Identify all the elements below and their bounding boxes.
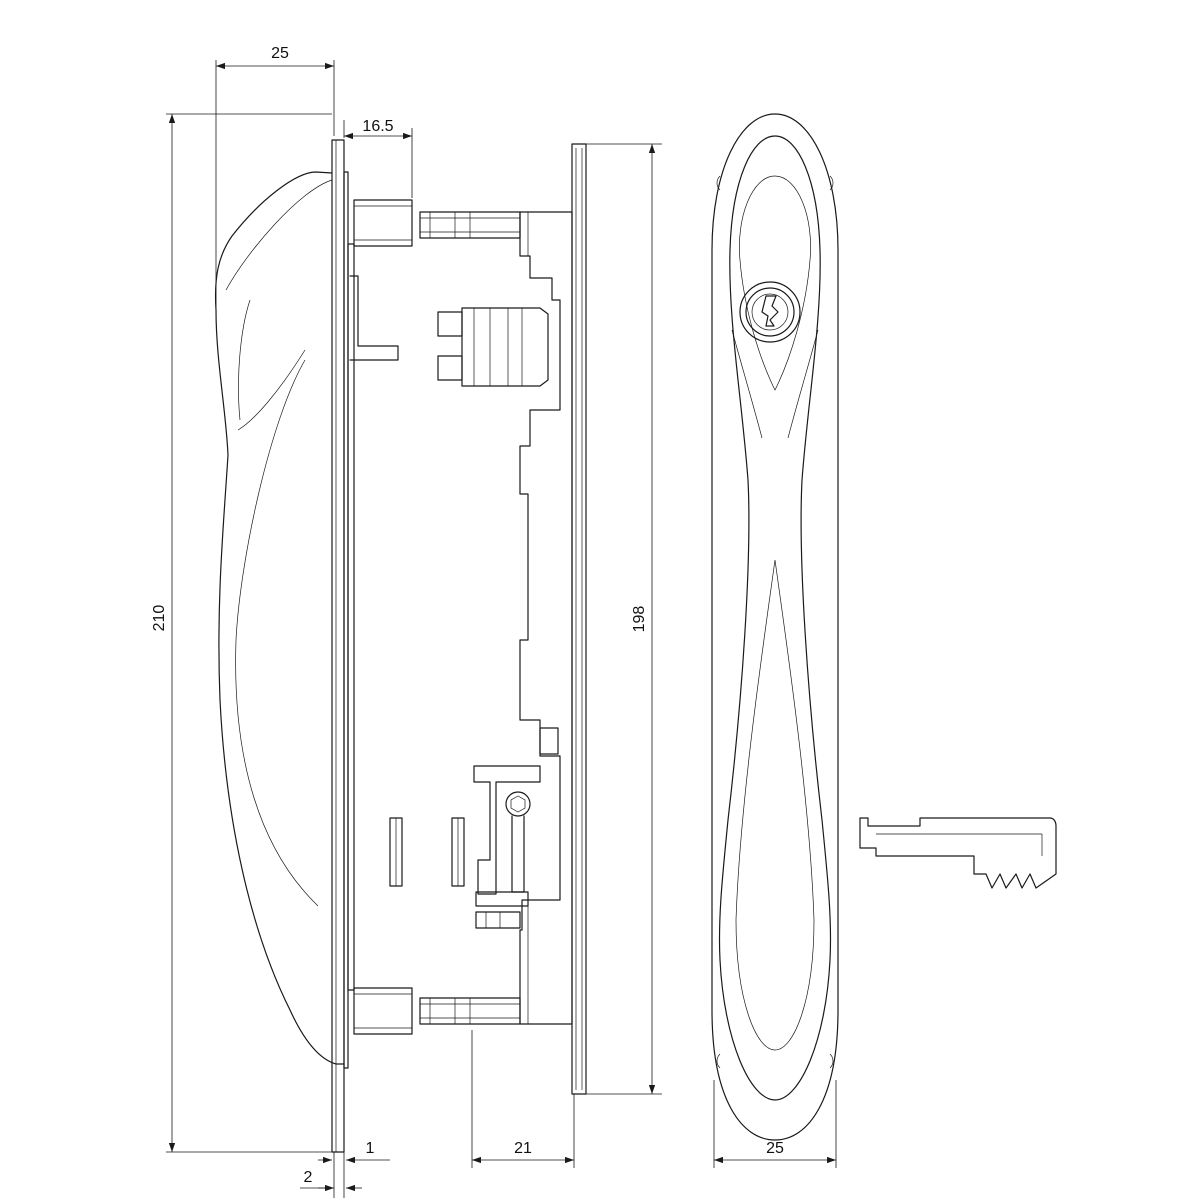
dim-backplate-height: 198 (631, 606, 648, 633)
side-view-lock-body (347, 143, 587, 1095)
front-view-handle (711, 113, 839, 1141)
dim-spindle-offset: 16.5 (362, 118, 393, 135)
dim-side-handle-depth: 25 (271, 45, 289, 62)
dim-plate-thickness: 2 (304, 1169, 313, 1186)
dimension-lines (166, 60, 837, 1198)
key (859, 817, 1057, 889)
dim-body-depth: 21 (514, 1140, 532, 1157)
side-view-handle (214, 139, 349, 1153)
dim-gap: 1 (366, 1140, 375, 1157)
dim-front-handle-width: 25 (766, 1140, 784, 1157)
dim-overall-height: 210 (151, 605, 168, 632)
